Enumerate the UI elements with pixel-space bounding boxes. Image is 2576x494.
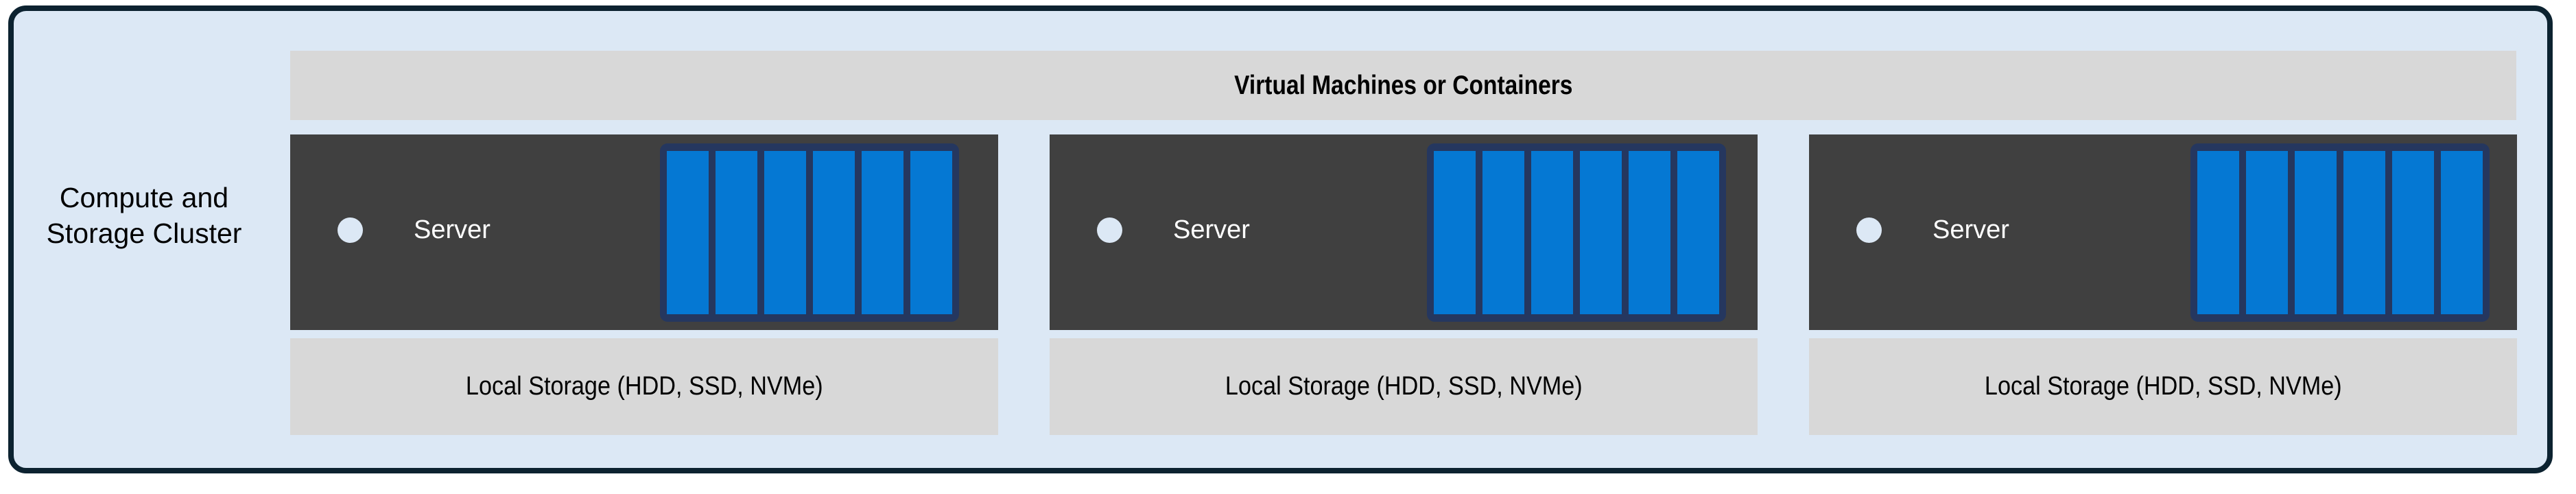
drive-bay: [1427, 143, 1726, 322]
server-label: Server: [1173, 215, 1250, 244]
cluster-node-1: Server Local Storage (HDD, SSD, NVMe): [290, 134, 998, 435]
drive-slot: [2197, 151, 2239, 314]
drive-slot: [764, 151, 806, 314]
drive-slot: [1482, 151, 1524, 314]
virtual-machines-banner-label: Virtual Machines or Containers: [1233, 70, 1573, 100]
status-indicator-icon: [1097, 217, 1122, 243]
server-chassis: Server: [1809, 134, 2517, 330]
cluster-node-3: Server Local Storage (HDD, SSD, NVMe): [1809, 134, 2517, 435]
local-storage-label: Local Storage (HDD, SSD, NVMe): [1225, 372, 1583, 401]
drive-slot: [1629, 151, 1670, 314]
drive-slot: [2441, 151, 2483, 314]
drive-slot: [862, 151, 903, 314]
drive-slot: [1677, 151, 1719, 314]
drive-slot: [1531, 151, 1573, 314]
server-label: Server: [1933, 215, 2009, 244]
drive-slot: [716, 151, 757, 314]
server-chassis: Server: [290, 134, 998, 330]
status-indicator-icon: [1856, 217, 1882, 243]
drive-slot: [2343, 151, 2385, 314]
drive-bay: [2190, 143, 2490, 322]
local-storage-strip: Local Storage (HDD, SSD, NVMe): [1809, 338, 2517, 435]
drive-slot: [1580, 151, 1622, 314]
local-storage-strip: Local Storage (HDD, SSD, NVMe): [290, 338, 998, 435]
server-chassis: Server: [1050, 134, 1758, 330]
virtual-machines-banner: Virtual Machines or Containers: [290, 51, 2516, 120]
cluster-label: Compute and Storage Cluster: [46, 182, 242, 250]
drive-bay: [660, 143, 959, 322]
drive-slot: [2392, 151, 2434, 314]
drive-slot: [2246, 151, 2288, 314]
drive-slot: [667, 151, 709, 314]
drive-slot: [1434, 151, 1476, 314]
local-storage-label: Local Storage (HDD, SSD, NVMe): [1984, 372, 2342, 401]
server-label: Server: [414, 215, 491, 244]
drive-slot: [813, 151, 855, 314]
cluster-node-2: Server Local Storage (HDD, SSD, NVMe): [1050, 134, 1758, 435]
status-indicator-icon: [338, 217, 363, 243]
drive-slot: [910, 151, 952, 314]
drive-slot: [2295, 151, 2337, 314]
local-storage-label: Local Storage (HDD, SSD, NVMe): [465, 372, 823, 401]
local-storage-strip: Local Storage (HDD, SSD, NVMe): [1050, 338, 1758, 435]
